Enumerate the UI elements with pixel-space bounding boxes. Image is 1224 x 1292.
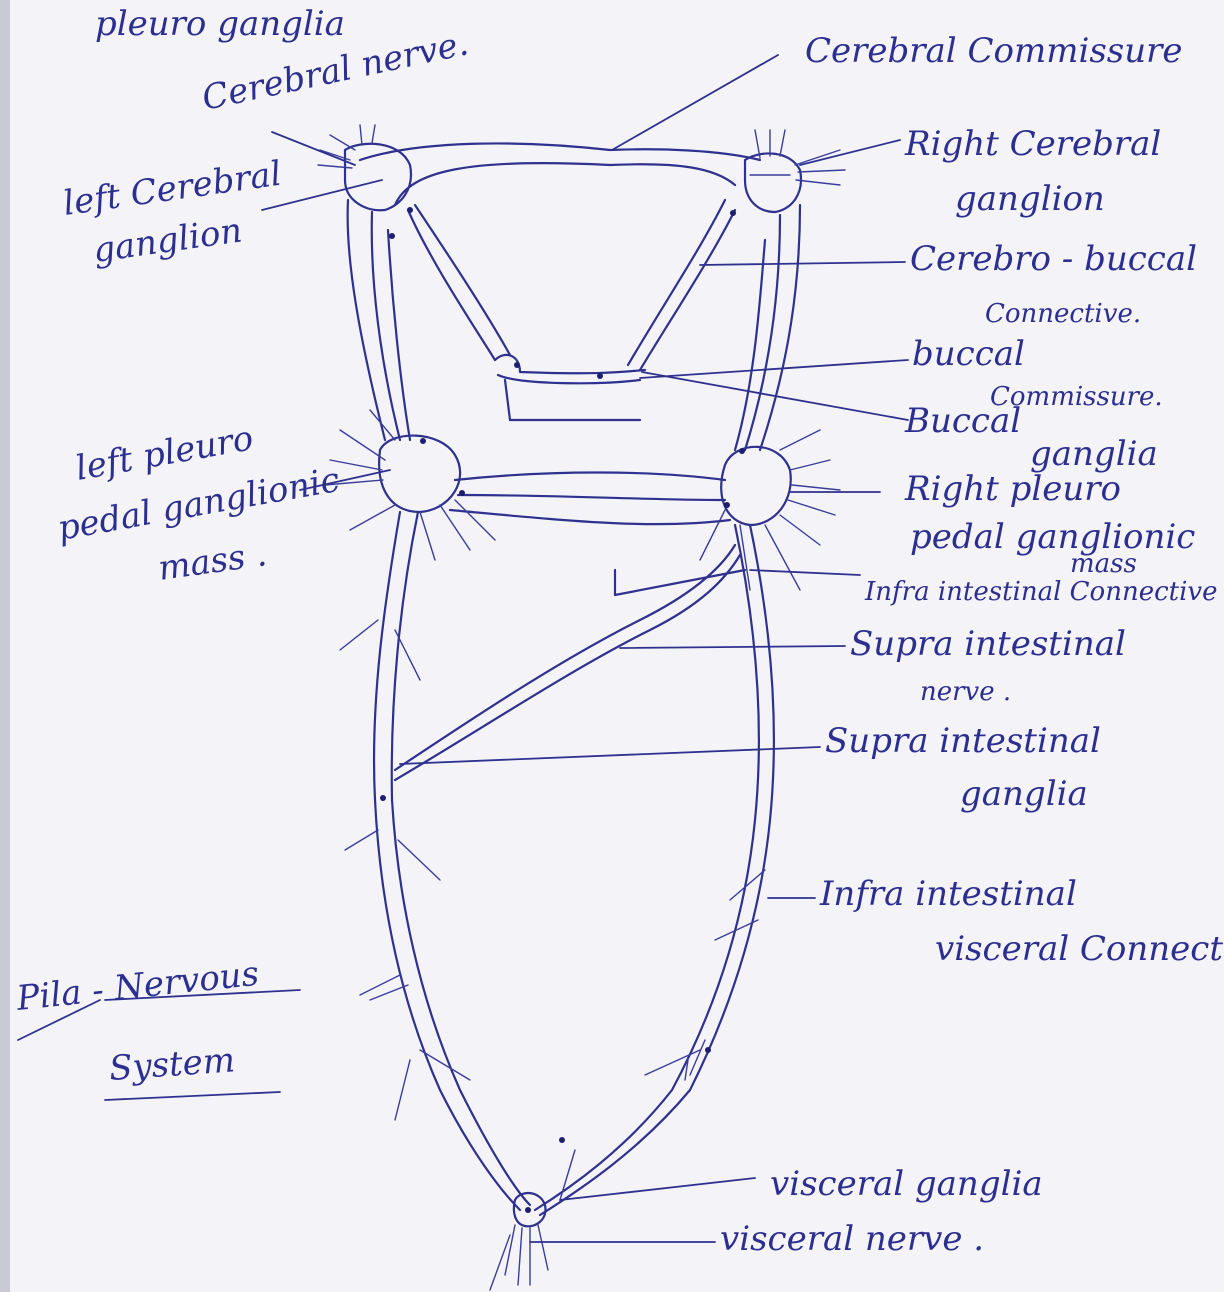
label-top-fragment: pleuro ganglia [95, 4, 345, 44]
label-cerebro-buccal-2: Connective. [985, 299, 1141, 329]
label-supra-intestinal-nerve-1: Supra intestinal [850, 624, 1126, 664]
label-buccal-commissure-1: buccal [912, 334, 1025, 374]
label-infra-intestinal-connective: Infra intestinal Connective [864, 577, 1218, 607]
label-right-cerebral-2: ganglion [955, 179, 1105, 219]
label-buccal-ganglia-2: ganglia [1030, 434, 1158, 474]
label-supra-intestinal-nerve-2: nerve . [920, 677, 1011, 707]
label-buccal-ganglia-1: Buccal [904, 401, 1021, 441]
label-right-pleuro-2: pedal ganglionic [910, 517, 1195, 557]
label-supra-intestinal-ganglia-1: Supra intestinal [825, 721, 1101, 761]
label-visceral-ganglia: visceral ganglia [770, 1164, 1043, 1204]
label-infra-intestinal-visceral-2: visceral Connective [935, 929, 1224, 969]
label-right-pleuro-3: mass [1070, 549, 1137, 579]
label-visceral-nerve: visceral nerve . [720, 1219, 984, 1259]
label-cerebro-buccal-1: Cerebro - buccal [910, 239, 1197, 279]
label-right-cerebral-1: Right Cerebral [904, 124, 1161, 164]
label-supra-intestinal-ganglia-2: ganglia [960, 774, 1088, 814]
page-edge-shadow [0, 0, 10, 1292]
label-cerebral-commissure: Cerebral Commissure [805, 31, 1183, 71]
label-infra-intestinal-visceral-1: Infra intestinal [819, 874, 1077, 914]
label-right-pleuro-1: Right pleuro [904, 469, 1121, 509]
